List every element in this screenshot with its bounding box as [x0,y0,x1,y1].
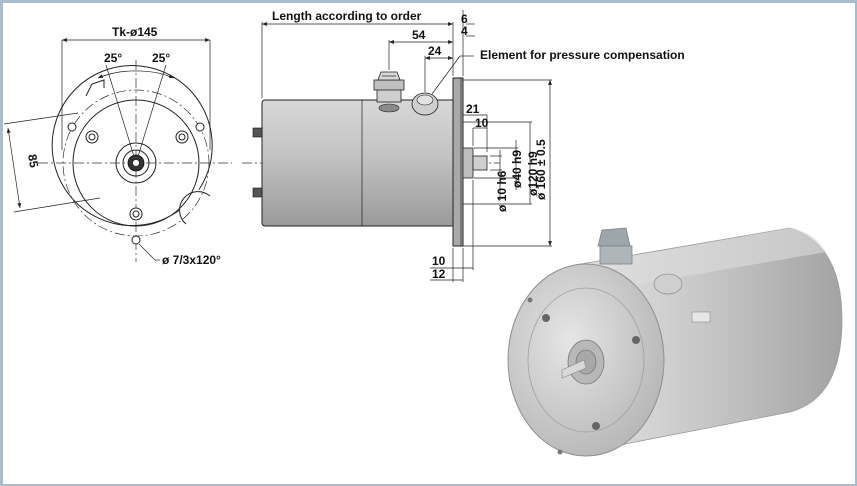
length-label: Length according to order [272,9,422,23]
dim-10-bottom-label: 10 [432,254,446,268]
angle-left-label: 25° [104,51,122,65]
angle-right-label: 25° [152,51,170,65]
flange-plate [452,77,464,247]
element-label: Element for pressure compensation [480,48,685,62]
shaft-diameter-label: ø 10 h6 [495,170,509,212]
housing [261,99,461,227]
dim-24-label: 24 [428,44,442,58]
flange-hole [131,235,141,245]
flange-diameter-label: ø 160 ± 0.5 [534,139,548,200]
spigot-40-label: ø40 h9 [510,150,524,188]
flange-outline [51,65,213,227]
body-circle [72,99,200,227]
dim-4-label: 4 [461,24,468,38]
flange-hole [195,122,205,132]
flange-hole [67,122,77,132]
front-view: Tk-ø145 25° 25° 85 ø 7/3x120° [3,25,232,267]
dim-6-label: 6 [461,12,468,26]
dim-54-label: 54 [412,28,426,42]
spigot-120-label: ø120 h9 [526,151,540,196]
dim-12-label: 12 [432,267,446,281]
dim-10-shaft-label: 10 [475,116,489,130]
pitch-circle-label: Tk-ø145 [112,25,158,39]
side-view: Length according to order 54 24 6 4 Elem… [242,9,685,282]
offset-label: 85 [25,153,41,169]
holes-label: ø 7/3x120° [162,253,221,267]
dim-21-label: 21 [466,102,480,116]
product-render [507,227,843,457]
shaft [472,155,488,171]
